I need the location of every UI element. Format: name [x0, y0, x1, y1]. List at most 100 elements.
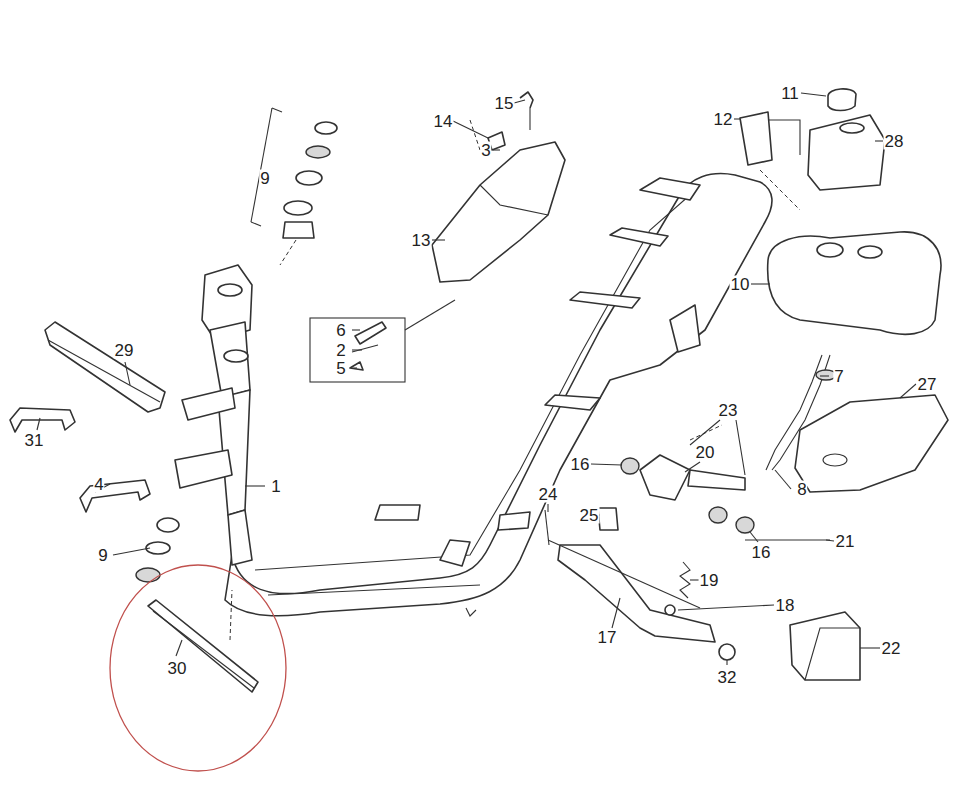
scooter-frame-part	[498, 512, 530, 530]
callout-number: 25	[579, 507, 600, 524]
inset-box-part	[405, 300, 455, 330]
callout-number: 10	[730, 276, 751, 293]
leader-lines-part	[37, 418, 40, 430]
callout-number: 30	[167, 660, 188, 677]
tank-cover-part	[795, 395, 948, 492]
leader-lines-part	[352, 349, 362, 350]
leader-lines-part	[678, 605, 774, 610]
leader-lines-part	[750, 532, 758, 542]
cross-bar	[148, 590, 258, 692]
brackets-part	[80, 480, 150, 512]
oil-tank-part	[470, 120, 480, 150]
brackets-part	[10, 408, 75, 432]
cross-bar-part	[230, 590, 232, 640]
steering-head-part	[218, 284, 242, 296]
leader-lines-part	[245, 485, 265, 486]
tank-cover	[795, 395, 948, 492]
callout-number: 5	[335, 360, 346, 377]
center-stand-part	[736, 517, 754, 533]
leader-lines-part	[125, 362, 130, 385]
fuel-tank-part	[858, 246, 882, 258]
scooter-frame-part	[610, 228, 668, 246]
callout-number: 3	[480, 142, 491, 159]
leader-lines-part	[726, 660, 727, 665]
center-stand	[545, 425, 860, 680]
center-stand-part	[558, 545, 715, 642]
leader-lines-part	[547, 504, 548, 512]
scooter-frame-part	[268, 585, 480, 595]
fuel-tank-part	[760, 170, 800, 210]
center-stand-part	[680, 562, 690, 598]
leader-lines-part	[453, 121, 488, 138]
leader-lines-part	[176, 640, 182, 656]
center-stand-part	[719, 644, 735, 660]
oil-tank-part	[480, 185, 548, 215]
scooter-frame-part	[375, 505, 420, 520]
center-stand-part	[548, 540, 700, 608]
scooter-frame-part	[545, 395, 600, 410]
leader-lines	[37, 93, 916, 665]
callout-number: 20	[695, 444, 716, 461]
center-stand-part	[745, 539, 830, 540]
callout-number: 28	[884, 133, 905, 150]
center-stand-part	[621, 458, 639, 474]
leader-lines-part	[432, 239, 445, 240]
leader-lines-part	[751, 283, 770, 284]
callout-number: 32	[717, 669, 738, 686]
steering-head-part	[228, 510, 252, 565]
cross-bar-part	[153, 611, 254, 688]
brackets-part	[48, 340, 160, 402]
callout-number: 18	[775, 597, 796, 614]
center-stand-part	[688, 470, 745, 490]
fuel-tank-part	[768, 120, 800, 155]
bearing-lower	[136, 518, 179, 582]
callout-number: 4	[93, 476, 104, 493]
callout-number: 24	[538, 486, 559, 503]
bearing-set-part	[283, 222, 314, 238]
steering-head	[175, 265, 252, 565]
callout-number: 29	[114, 342, 135, 359]
fuel-tank-part	[768, 232, 941, 334]
fuel-tank-part	[840, 123, 864, 133]
fuel-tank-part	[817, 243, 843, 257]
leader-lines-part	[113, 548, 150, 555]
fuel-tank-part	[808, 115, 885, 190]
inset-box-part	[310, 318, 405, 382]
steering-head-part	[224, 350, 248, 362]
bearing-set-part	[251, 222, 261, 226]
leader-lines-part	[826, 540, 834, 541]
bearing-set-part	[272, 108, 282, 112]
callout-number: 15	[494, 95, 515, 112]
leader-lines-part	[493, 149, 500, 150]
inset-box-part	[350, 362, 363, 370]
bearing-lower-part	[136, 568, 160, 582]
callout-number: 31	[24, 432, 45, 449]
leader-lines-part	[900, 384, 916, 398]
bearing-set-part	[280, 240, 296, 265]
center-stand-part	[598, 508, 618, 530]
tank-cover-part	[823, 454, 847, 466]
fuel-tank-part	[828, 89, 856, 111]
callout-number: 1	[270, 478, 281, 495]
callout-number: 6	[335, 322, 346, 339]
scooter-frame-part	[640, 178, 700, 200]
leader-lines-part	[775, 470, 791, 489]
steering-head-part	[210, 322, 250, 398]
center-stand-part	[690, 425, 722, 440]
callout-number: 11	[780, 85, 800, 102]
inset-box-part	[355, 322, 386, 344]
cross-bar-part	[148, 600, 258, 692]
scooter-frame-part	[440, 540, 470, 566]
oil-tank-part	[432, 142, 565, 282]
inset-box	[310, 300, 455, 382]
callout-number: 23	[718, 402, 739, 419]
oil-tank-part	[529, 108, 530, 130]
callout-number: 27	[917, 376, 938, 393]
center-stand-part	[790, 612, 860, 680]
bearing-set-part	[306, 146, 330, 158]
bearing-set	[251, 108, 337, 265]
leader-lines-part	[352, 329, 360, 330]
leader-lines-part	[801, 93, 826, 96]
